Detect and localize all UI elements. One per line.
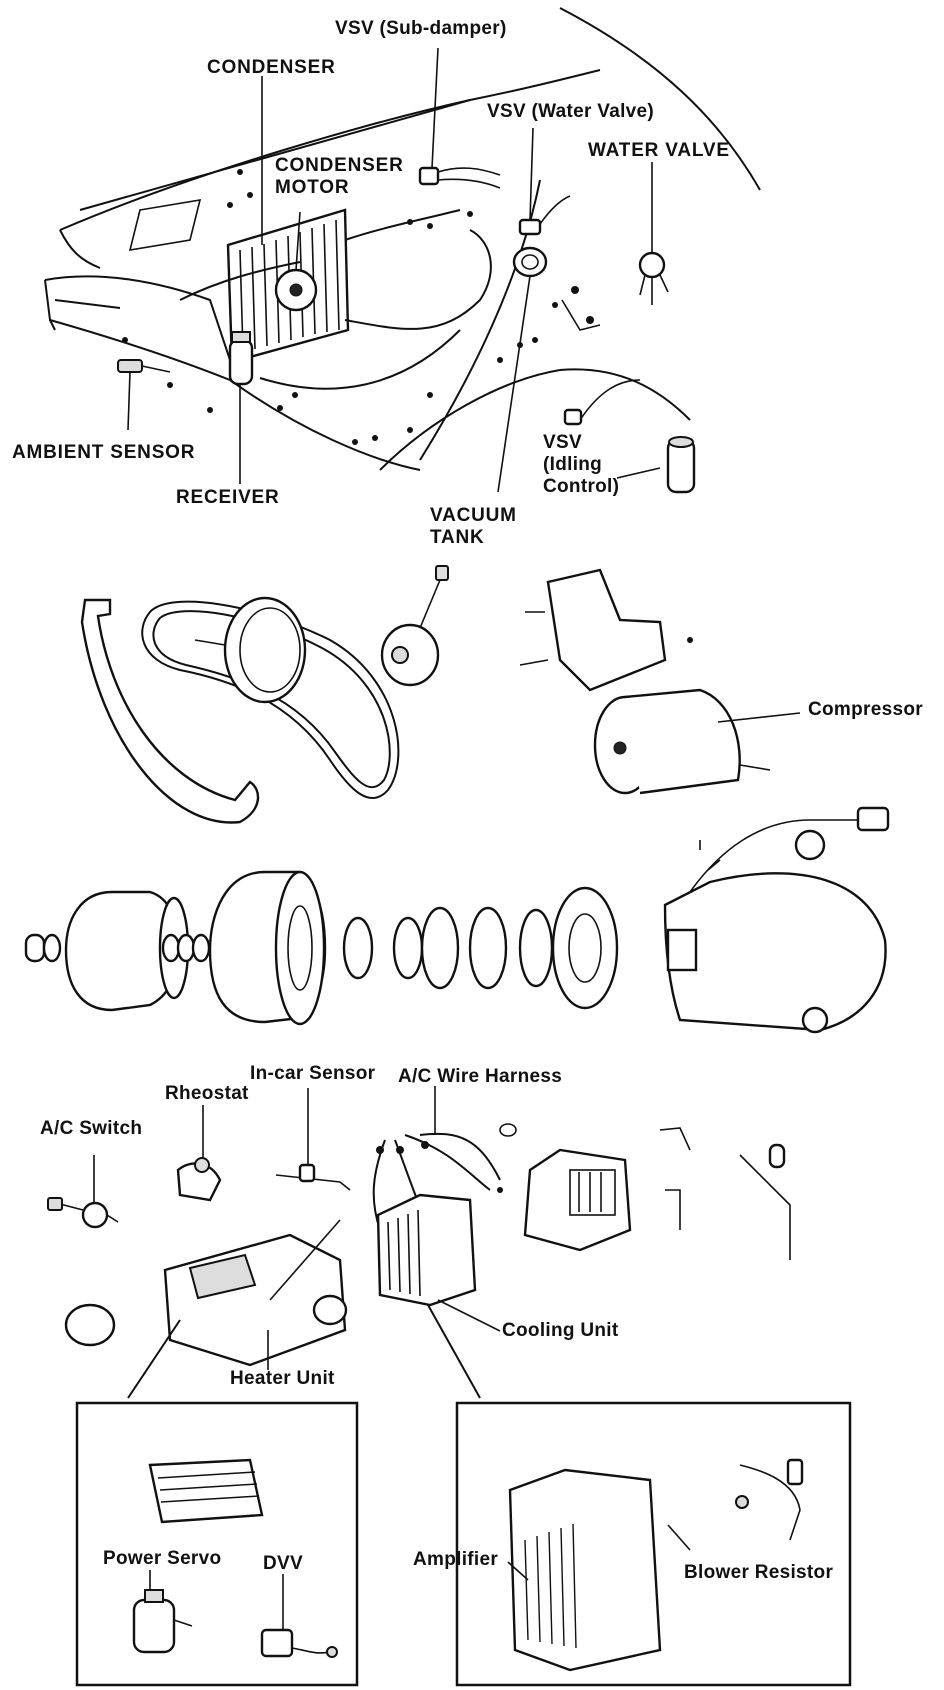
engine-bay-illustration: [44, 7, 761, 494]
compressor-illustration: [24, 565, 890, 1034]
label-vacuum-tank: VACUUM TANK: [430, 505, 517, 548]
ambient-sensor-part: [117, 359, 171, 373]
cooling-unit-part: [376, 1193, 477, 1307]
in-car-sensor-part: [275, 1163, 351, 1191]
water-valve-part: [638, 251, 669, 305]
heater-core-part: [148, 1458, 264, 1524]
label-condenser: CONDENSER: [207, 57, 336, 78]
label-ac-switch: A/C Switch: [40, 1118, 143, 1139]
heater-unit-part: [163, 1219, 348, 1367]
vsv-sub-damper-part: [418, 166, 501, 189]
amplifier-part: [508, 1468, 662, 1672]
label-blower-resistor: Blower Resistor: [684, 1562, 834, 1583]
label-ambient-sensor: AMBIENT SENSOR: [12, 442, 196, 463]
label-dvv: DVV: [263, 1553, 303, 1574]
vacuum-tank-part: [512, 246, 548, 278]
power-servo-part: [132, 1589, 193, 1654]
vsv-water-valve-part: [518, 195, 571, 236]
label-amplifier: Amplifier: [413, 1549, 499, 1570]
label-vsv-water-valve: VSV (Water Valve): [487, 101, 655, 122]
interior-illustration: [47, 1086, 852, 1687]
receiver-part: [228, 331, 254, 386]
label-condenser-motor: CONDENSER MOTOR: [275, 155, 404, 198]
label-receiver: RECEIVER: [176, 487, 280, 508]
dvv-part: [260, 1628, 338, 1658]
label-cooling-unit: Cooling Unit: [502, 1320, 619, 1341]
label-ac-wire-harness: A/C Wire Harness: [398, 1066, 563, 1087]
label-vsv-sub-damper: VSV (Sub-damper): [335, 18, 507, 39]
label-vsv-idling-control: VSV (Idling Control): [543, 432, 620, 497]
blower-resistor-part: [735, 1458, 804, 1541]
rheostat-part: [176, 1157, 222, 1202]
label-compressor: Compressor: [808, 699, 923, 720]
label-in-car-sensor: In-car Sensor: [250, 1063, 376, 1084]
vsv-idling-control-part: [563, 379, 696, 494]
label-power-servo: Power Servo: [103, 1548, 222, 1569]
ac-switch-part: [47, 1197, 119, 1229]
cooling-inset-box: [455, 1401, 852, 1687]
compressor-part: [593, 688, 771, 795]
heater-inset-box: [75, 1401, 359, 1687]
label-heater-unit: Heater Unit: [230, 1368, 335, 1389]
label-rheostat: Rheostat: [165, 1083, 249, 1104]
label-water-valve: WATER VALVE: [588, 140, 730, 161]
